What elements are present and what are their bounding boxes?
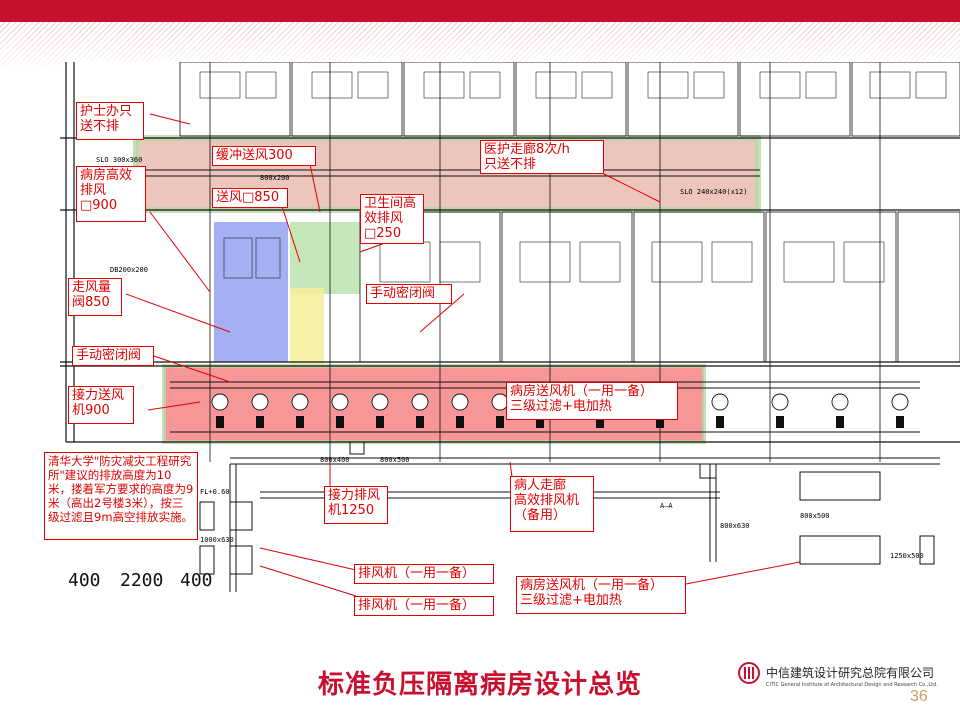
- callout-manual-damper-1: 手动密闭阀: [366, 284, 452, 304]
- callout-air-volume-valve: 走风量 阀850: [68, 278, 122, 316]
- section-label: A—A: [660, 502, 673, 510]
- callout-supply-850: 送风□850: [212, 188, 288, 208]
- company-name-en: CITIC General Institute of Architectural…: [766, 682, 938, 688]
- callout-ward-hepa-exhaust: 病房高效 排风 □900: [76, 166, 146, 222]
- fl-label-d: 800x500: [800, 512, 830, 520]
- scale-dim-mid: 2200: [120, 570, 164, 591]
- company-name-cn: 中信建筑设计研究总院有限公司: [766, 666, 935, 680]
- scale-dim-left: 400: [68, 570, 101, 591]
- duct-label-b: 800x400: [320, 456, 350, 464]
- callout-medical-corridor: 医护走廊8次/h 只送不排: [480, 140, 604, 174]
- page-number: 36: [910, 688, 928, 705]
- callout-patient-corridor-exhaust: 病人走廊 高效排风机 （备用）: [510, 476, 594, 532]
- top-banner: [0, 0, 960, 22]
- slo-label-2: SLO 240x240(x12): [680, 188, 747, 196]
- fl-label-c: 1250x500: [890, 552, 924, 560]
- callout-nurse-office: 护士办只 送不排: [76, 102, 144, 140]
- duct-label-d: 800x630: [720, 522, 750, 530]
- callout-buffer-supply: 缓冲送风300: [212, 146, 316, 166]
- duct-label-c: 800x500: [380, 456, 410, 464]
- callout-exhaust-fan-2: 排风机（一用一备）: [354, 596, 494, 616]
- scale-dim-right: 400: [180, 570, 213, 591]
- callout-booster-supply-fan: 接力送风 机900: [68, 386, 134, 424]
- duct-label-a: 800x200: [260, 174, 290, 182]
- page-title: 标准负压隔离病房设计总览: [317, 670, 642, 700]
- buffer-zone-green: [290, 222, 360, 294]
- callout-ward-supply-ahu-2: 病房送风机（一用一备） 三级过滤+电加热: [516, 576, 686, 614]
- buffer-zone-yellow: [290, 288, 324, 364]
- db-label: DB200x200: [110, 266, 148, 274]
- fl-label-b: 1000x630: [200, 536, 234, 544]
- callout-ward-supply-ahu: 病房送风机（一用一备） 三级过滤+电加热: [506, 382, 678, 420]
- fl-label-a: FL+0.60: [200, 488, 230, 496]
- callout-toilet-exhaust: 卫生间高 效排风 □250: [360, 194, 424, 244]
- company-logo-icon: [738, 662, 760, 684]
- callout-tsinghua-note: 清华大学"防灾减灾工程研究所"建议的排放高度为10米，搂着军方要求的高度为9米（…: [44, 452, 198, 540]
- callout-exhaust-fan-1: 排风机（一用一备）: [354, 564, 494, 584]
- callout-manual-damper-2: 手动密闭阀: [72, 346, 154, 366]
- slo-label: SLO 300x360: [96, 156, 142, 164]
- buffer-zone-blue: [214, 222, 288, 362]
- callout-booster-exhaust-fan: 接力排风 机1250: [324, 486, 388, 524]
